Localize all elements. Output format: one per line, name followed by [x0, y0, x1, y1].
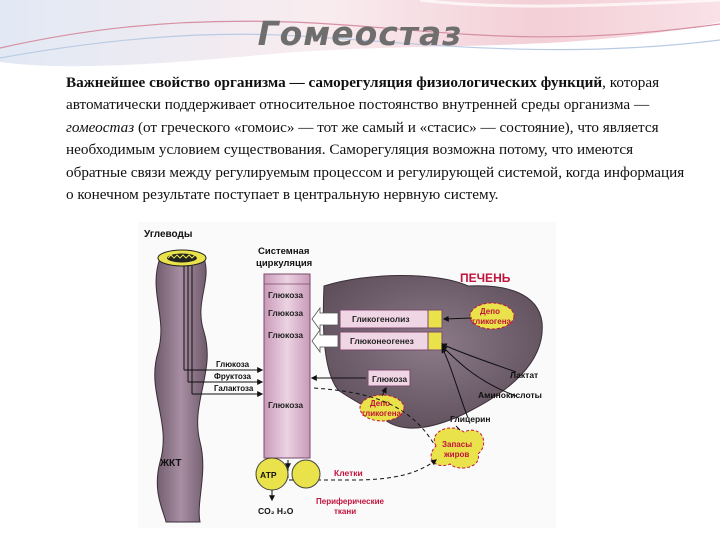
absorb-fructose-label: Фруктоза [214, 372, 252, 381]
paragraph-bold-lead: Важнейшее свойство организма — саморегул… [66, 74, 603, 91]
gut-tube [154, 249, 208, 523]
column-glucose-3: Глюкоза [268, 330, 303, 340]
carbs-label: Углеводы [144, 229, 192, 240]
paragraph-text-1: , которая автоматически поддерживает отн… [66, 74, 660, 114]
glucose-homeostasis-diagram: Углеводы ЖКТ Системная циркуляция Глюкоз… [138, 222, 556, 528]
glycerol-label: Глицерин [450, 414, 491, 424]
peripheral-label-1: Периферические [316, 497, 385, 506]
circulation-label-1: Системная [258, 246, 309, 257]
glycogen-depot-1b: гликогена [472, 317, 512, 326]
absorb-galactose-label: Галактоза [214, 384, 254, 393]
glycogenolysis-label: Гликогенолиз [352, 314, 410, 324]
liver-label: ПЕЧЕНЬ [460, 271, 511, 285]
glycogen-depot-1a: Депо [480, 307, 500, 316]
glycogen-depot-2b: гликогена [362, 409, 402, 418]
column-glucose-4: Глюкоза [268, 400, 303, 410]
paragraph-italic-term: гомеостаз [66, 118, 135, 136]
atp-label-1: АТР [260, 470, 277, 480]
amino-acids-label: Аминокислоты [478, 390, 542, 400]
liver-glucose-label: Глюкоза [372, 374, 407, 384]
slide-title: Гомеостаз [257, 14, 463, 53]
absorb-glucose-label: Глюкоза [216, 360, 250, 369]
circulation-label-2: циркуляция [256, 258, 312, 269]
paragraph-text-2: (от греческого «гомоис» — тот же самый и… [66, 118, 685, 204]
co2-h2o-label: CO₂ H₂O [258, 506, 294, 516]
body-paragraph: Важнейшее свойство организма — саморегул… [66, 72, 686, 206]
glycogen-depot-2a: Депо [370, 399, 390, 408]
lactate-label: Лактат [510, 370, 538, 380]
circulation-column [263, 273, 311, 459]
fat-stores-1: Запасы [442, 440, 472, 449]
fat-stores-2: жиров [443, 450, 469, 459]
gut-label: ЖКТ [159, 458, 182, 469]
gluconeogenesis-label: Глюконеогенез [350, 336, 414, 346]
column-glucose-1: Глюкоза [268, 290, 303, 300]
cells-label: Клетки [334, 468, 363, 478]
column-glucose-2: Глюкоза [268, 308, 303, 318]
peripheral-label-2: ткани [334, 507, 356, 516]
